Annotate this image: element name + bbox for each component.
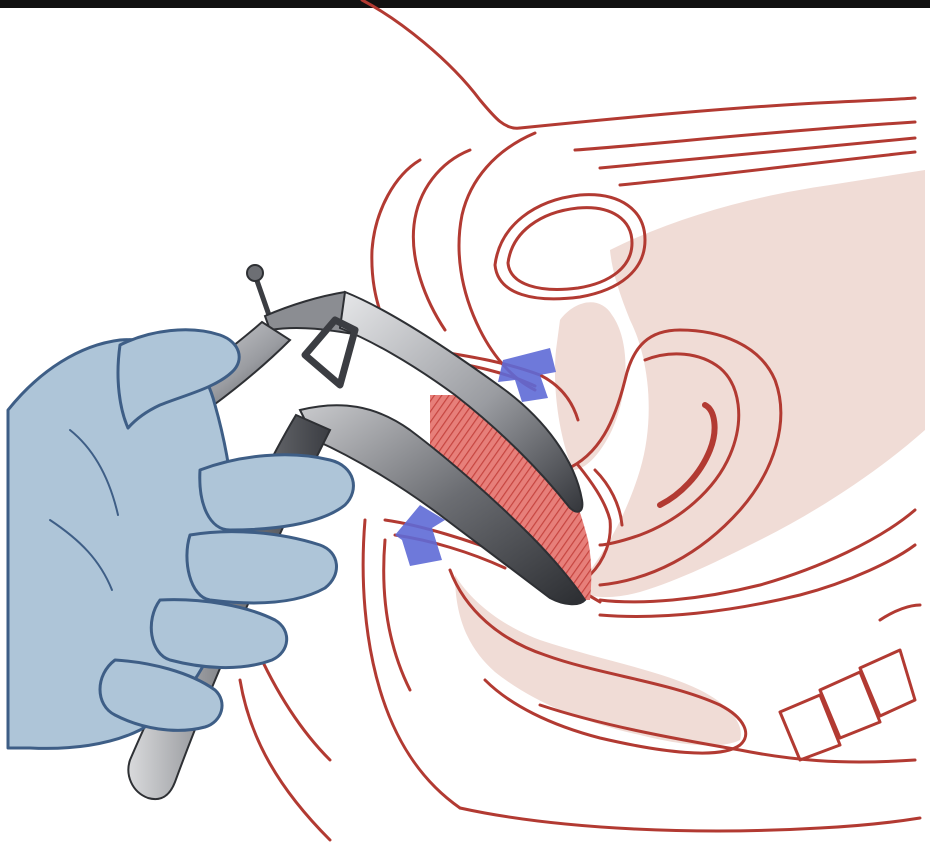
hand-glove-icon (8, 330, 353, 749)
uterus-tissue (575, 170, 925, 597)
bladder-tissue (555, 302, 626, 470)
